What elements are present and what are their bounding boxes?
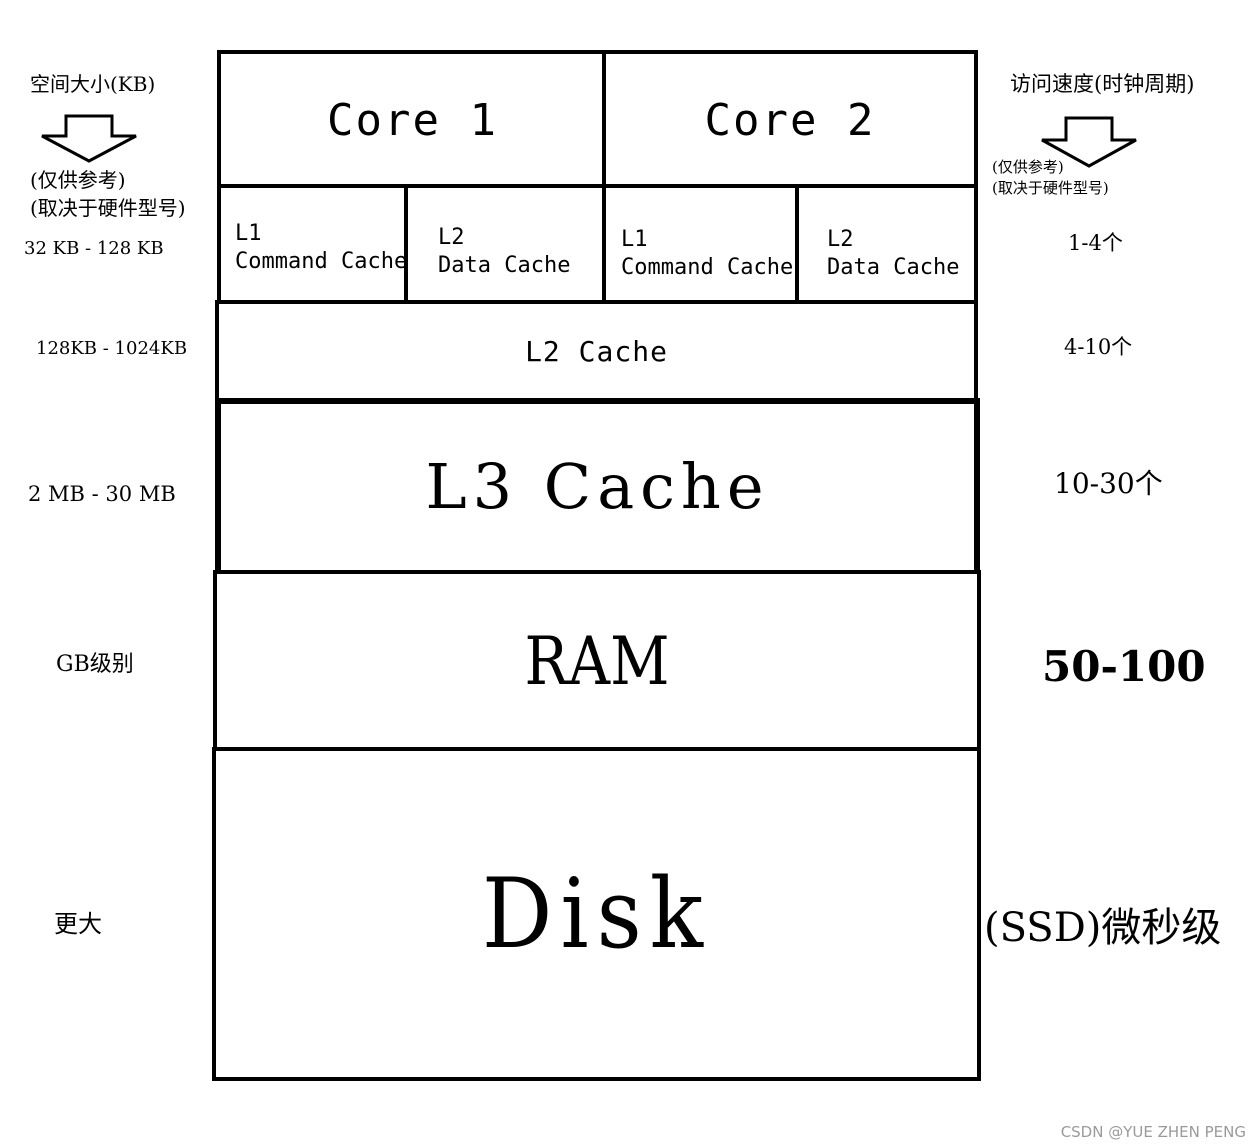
core-1-box: Core 1 <box>217 50 608 190</box>
l2-cache-box: L2 Cache <box>215 300 978 402</box>
core-1-l2-cache-label: L2 Data Cache <box>438 224 570 279</box>
speed-note-hardware: (取决于硬件型号) <box>992 179 1109 197</box>
watermark: CSDN @YUE ZHEN PENG <box>1060 1123 1246 1141</box>
l3-size-label: 2 MB - 30 MB <box>28 482 176 506</box>
core-2-l2-cache-type: Data Cache <box>827 254 960 280</box>
size-down-arrow-icon <box>41 114 137 163</box>
speed-column-header: 访问速度(时钟周期) <box>1010 72 1195 96</box>
core-1-l1-cache-level: L1 <box>235 221 262 246</box>
size-note-reference: (仅供参考) <box>30 168 126 192</box>
core-2-box: Core 2 <box>602 50 978 190</box>
disk-box: Disk <box>212 747 981 1081</box>
l1-speed-label: 1-4个 <box>1068 231 1123 255</box>
disk-size-label: 更大 <box>54 910 102 938</box>
l3-cache-box: L3 Cache <box>215 398 980 576</box>
ram-box: RAM <box>213 570 981 753</box>
l3-cache-label: L3 Cache <box>425 450 770 524</box>
core-2-l1-command-cache-box: L1 Command Cache <box>602 184 801 305</box>
ram-size-label: GB级别 <box>56 652 134 677</box>
core-1-label: Core 1 <box>327 94 498 146</box>
l2-size-label: 128KB - 1024KB <box>36 338 188 359</box>
core-2-l2-data-cache-box: L2 Data Cache <box>795 184 978 305</box>
disk-speed-label: (SSD)微秒级 <box>984 905 1222 951</box>
speed-down-arrow-icon <box>1041 116 1137 168</box>
l2-speed-label: 4-10个 <box>1064 335 1133 359</box>
core-1-l2-cache-type: Data Cache <box>438 252 571 278</box>
core-2-l2-cache-label: L2 Data Cache <box>827 226 959 281</box>
core-2-label: Core 2 <box>704 94 876 146</box>
size-note-hardware: (取决于硬件型号) <box>30 196 186 220</box>
core-1-l2-data-cache-box: L2 Data Cache <box>404 184 608 305</box>
disk-label: Disk <box>481 856 712 971</box>
core-2-l2-cache-level: L2 <box>827 227 854 252</box>
core-2-l1-cache-level: L1 <box>621 227 648 252</box>
l2-cache-label: L2 Cache <box>525 334 668 368</box>
core-2-l1-cache-type: Command Cache <box>621 254 794 280</box>
core-1-l1-cache-type: Command Cache <box>235 248 408 274</box>
speed-note-reference: (仅供参考) <box>992 158 1064 176</box>
l3-speed-label: 10-30个 <box>1054 467 1163 500</box>
l1-size-label: 32 KB - 128 KB <box>24 238 164 259</box>
size-column-header: 空间大小(KB) <box>30 72 156 96</box>
ram-label: RAM <box>524 622 670 701</box>
core-1-l2-cache-level: L2 <box>438 225 465 250</box>
core-1-l1-cache-label: L1 Command Cache <box>235 220 407 275</box>
ram-speed-label: 50-100 <box>1042 642 1206 691</box>
core-1-l1-command-cache-box: L1 Command Cache <box>217 184 410 305</box>
core-2-l1-cache-label: L1 Command Cache <box>621 226 793 281</box>
